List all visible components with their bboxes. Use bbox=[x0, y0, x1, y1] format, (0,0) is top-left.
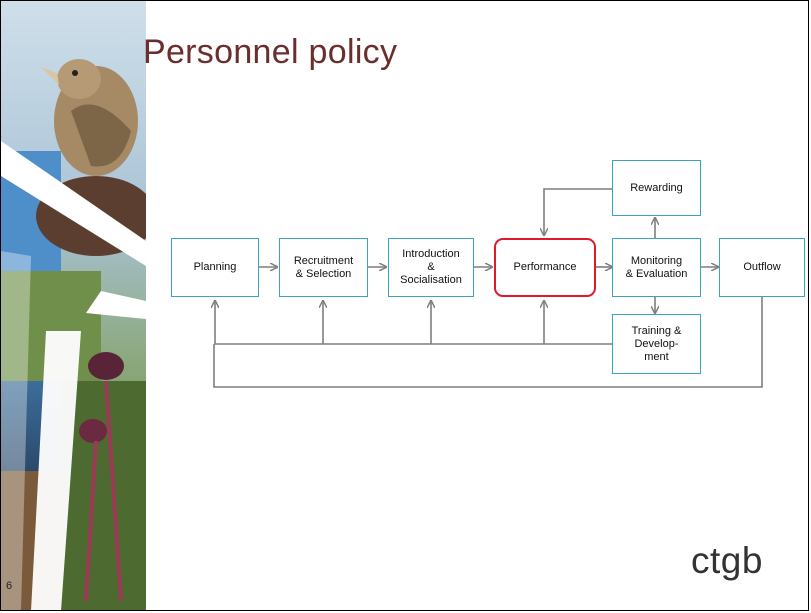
arrow-rewarding-performance bbox=[544, 188, 612, 235]
node-training-development: Training & Develop- ment bbox=[612, 314, 701, 374]
node-outflow: Outflow bbox=[719, 238, 805, 297]
slide-number: 6 bbox=[6, 580, 13, 592]
feedback-outflow bbox=[213, 297, 763, 388]
node-rewarding: Rewarding bbox=[612, 160, 701, 216]
node-performance: Performance bbox=[494, 238, 596, 297]
slide-title: Personnel policy bbox=[143, 33, 398, 71]
decorative-photo-collage bbox=[1, 1, 146, 611]
ctgb-logo: ctgb bbox=[691, 540, 763, 581]
node-recruitment-selection: Recruitment & Selection bbox=[279, 238, 368, 297]
node-monitoring-evaluation: Monitoring & Evaluation bbox=[612, 238, 701, 297]
node-introduction-socialisation: Introduction & Socialisation bbox=[388, 238, 474, 297]
node-planning: Planning bbox=[171, 238, 259, 297]
